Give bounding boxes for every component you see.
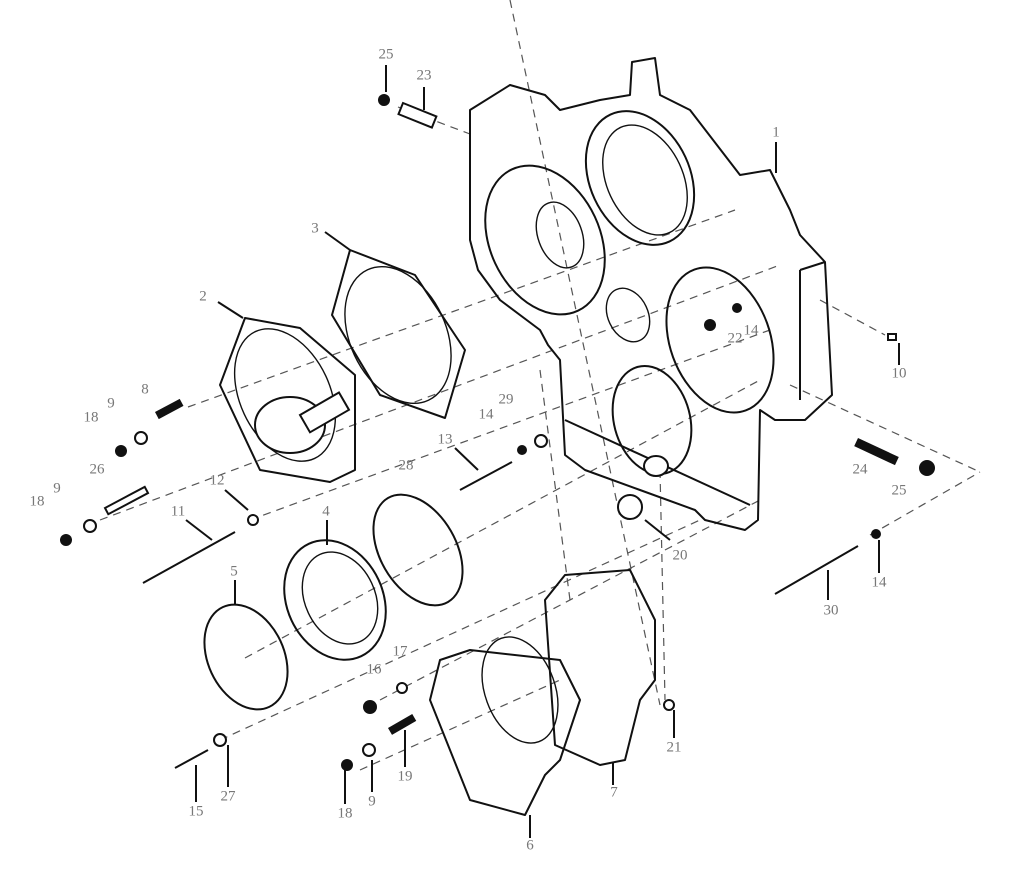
label-part-8: 8	[141, 381, 149, 398]
label-part-10: 10	[891, 365, 907, 382]
label-part-14: 14	[743, 322, 759, 339]
label-part-4: 4	[322, 503, 330, 520]
label-part-14: 14	[478, 406, 494, 423]
label-part-25: 25	[378, 46, 394, 63]
part-3-gasket	[331, 249, 466, 419]
label-part-28: 28	[398, 457, 414, 474]
label-part-5: 5	[230, 563, 238, 580]
label-part-29: 29	[498, 391, 514, 408]
label-part-24: 24	[852, 461, 868, 478]
label-part-25: 25	[891, 482, 907, 499]
label-part-6: 6	[526, 837, 534, 854]
label-part-15: 15	[188, 803, 204, 820]
label-part-27: 27	[220, 788, 236, 805]
label-part-30: 30	[823, 602, 839, 619]
part-4-seal-housing	[283, 539, 387, 661]
label-part-18: 18	[29, 493, 45, 510]
label-part-16: 16	[366, 661, 382, 678]
label-part-21: 21	[666, 739, 682, 756]
label-part-12: 12	[209, 472, 225, 489]
label-part-19: 19	[397, 768, 413, 785]
part-28-gasket	[372, 493, 464, 607]
label-part-9: 9	[107, 395, 115, 412]
part-7-gasket	[544, 569, 656, 766]
label-part-18: 18	[83, 409, 99, 426]
label-part-22: 22	[727, 330, 743, 347]
label-part-17: 17	[392, 643, 408, 660]
label-part-9: 9	[368, 793, 376, 810]
label-part-13: 13	[437, 431, 453, 448]
part-6-adapter-plate	[429, 636, 581, 816]
label-part-18: 18	[337, 805, 353, 822]
label-part-2: 2	[199, 288, 207, 305]
label-part-9: 9	[53, 480, 61, 497]
fasteners	[60, 94, 935, 771]
label-part-7: 7	[610, 784, 618, 801]
label-part-26: 26	[89, 461, 105, 478]
leader-lines	[185, 65, 900, 838]
label-part-1: 1	[772, 124, 780, 141]
label-part-20: 20	[672, 547, 688, 564]
part-2-cover-plate	[219, 317, 356, 483]
label-part-11: 11	[170, 503, 186, 520]
part-5-oil-seal	[203, 603, 289, 711]
label-part-14: 14	[871, 574, 887, 591]
label-part-23: 23	[416, 67, 432, 84]
label-part-3: 3	[311, 220, 319, 237]
part-1-timing-gear-housing	[469, 57, 833, 531]
